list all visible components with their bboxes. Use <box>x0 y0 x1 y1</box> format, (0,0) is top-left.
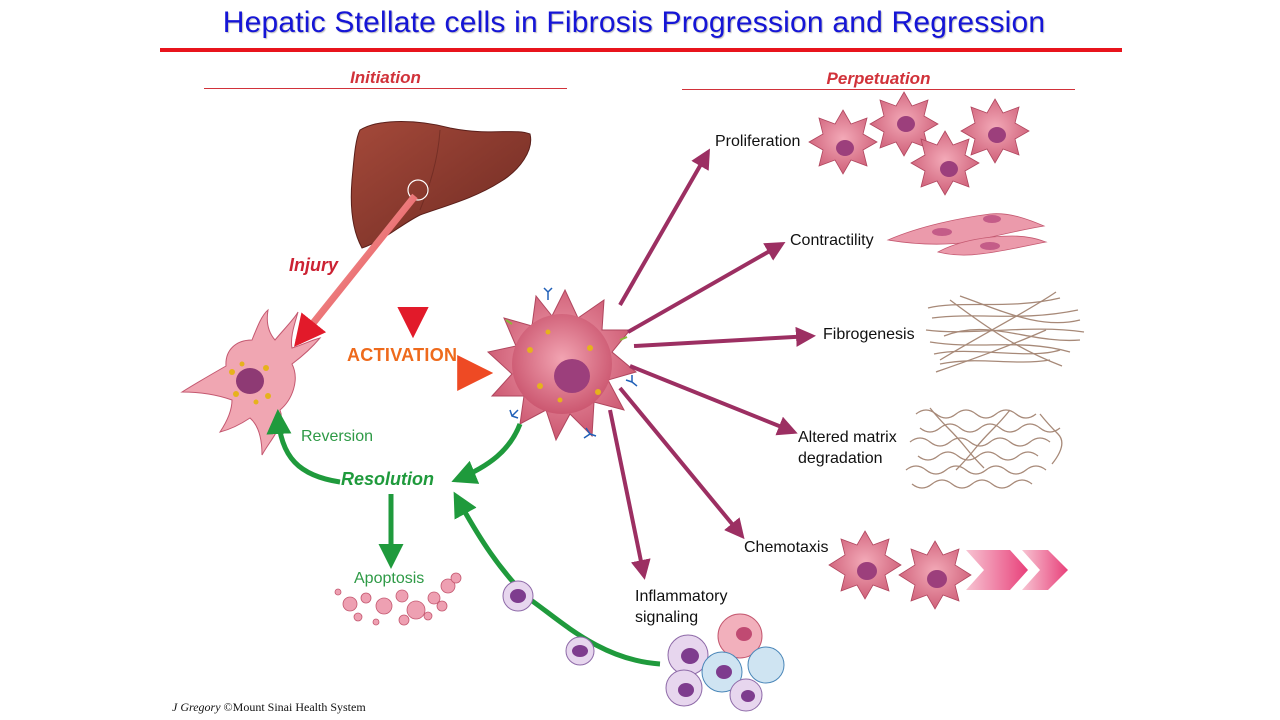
arrow-to-contractility <box>627 242 786 334</box>
contractility-cells <box>886 213 1048 256</box>
slide-title: Hepatic Stellate cells in Fibrosis Progr… <box>222 6 1046 39</box>
contractility-label: Contractility <box>790 232 874 249</box>
chemotaxis-cells <box>828 530 972 610</box>
liver-illustration <box>350 121 532 249</box>
chemotaxis-chevron-2 <box>1022 550 1068 590</box>
section-initiation-rule <box>204 88 567 89</box>
section-perpetuation-heading: Perpetuation <box>826 69 931 88</box>
apoptosis-fragments <box>334 572 462 626</box>
arrow-to-chemotaxis <box>618 386 745 540</box>
arrow-reversion-to-quiescent <box>266 409 341 485</box>
image-credit: J Gregory ©Mount Sinai Health System <box>172 700 366 715</box>
title-underline <box>160 48 1122 52</box>
reversion-label: Reversion <box>301 428 374 445</box>
section-perpetuation-rule <box>682 89 1075 90</box>
credit-organization: ©Mount Sinai Health System <box>220 700 366 714</box>
apoptosis-label: Apoptosis <box>354 570 425 587</box>
inflammatory-line-2: signaling <box>635 609 699 626</box>
arrow-to-matrix-degradation <box>629 364 798 436</box>
inflammatory-signaling-label: Inflammatory signaling <box>635 586 727 628</box>
immune-cell-1 <box>502 580 534 612</box>
arrow-to-inflammatory-signaling <box>608 409 651 580</box>
altered-matrix-line-2: degradation <box>798 450 883 467</box>
activated-stellate-cell <box>486 287 638 442</box>
proliferation-cells <box>808 91 1030 196</box>
arrow-immune-to-resolution <box>453 491 661 667</box>
chemotaxis-chevron-1 <box>966 550 1028 590</box>
perpetuation-arrows <box>608 148 816 580</box>
injury-arrow-to-quiescent-cell <box>294 193 418 347</box>
quiescent-stellate-cell <box>180 308 322 456</box>
proliferation-label: Proliferation <box>715 133 801 150</box>
arrow-to-proliferation <box>618 148 710 306</box>
fibrogenesis-fibers <box>925 291 1085 373</box>
section-initiation-heading: Initiation <box>350 68 421 87</box>
resolution-label: Resolution <box>341 469 434 489</box>
fibrogenesis-label: Fibrogenesis <box>823 326 915 343</box>
matrix-degradation-fibers <box>905 407 1063 489</box>
altered-matrix-line-1: Altered matrix <box>798 429 897 446</box>
altered-matrix-label: Altered matrix degradation <box>798 427 897 469</box>
inflammatory-line-1: Inflammatory <box>635 588 728 605</box>
arrow-activated-to-resolution <box>451 423 523 484</box>
immune-cell-2 <box>565 636 595 666</box>
injury-label: Injury <box>289 255 339 275</box>
arrow-to-fibrogenesis <box>633 326 816 348</box>
chemotaxis-label: Chemotaxis <box>744 539 829 556</box>
activation-label: ACTIVATION <box>347 345 458 365</box>
inflammatory-cell-cluster <box>665 613 785 712</box>
credit-author: J Gregory <box>172 700 221 714</box>
